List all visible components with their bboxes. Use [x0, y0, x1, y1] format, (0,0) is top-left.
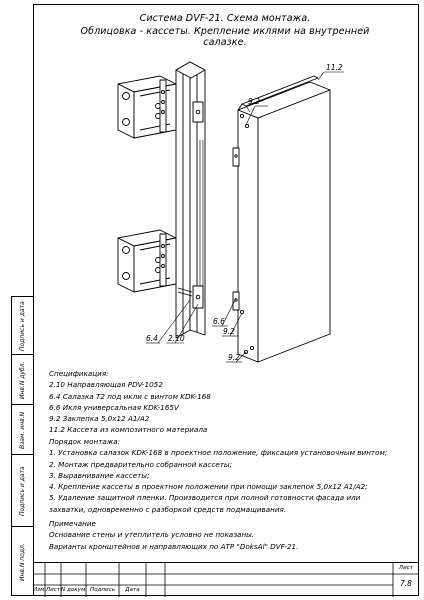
procedure-step: 4. Крепление кассеты в проектном положен… [49, 482, 368, 492]
callout-9-2-mid: 9.2 [223, 327, 235, 336]
side-cell-1: Подпись и дата [12, 297, 34, 355]
procedure-step: 5. Удаление защитной пленки. Производитс… [49, 493, 361, 503]
notes-block: Примечание Основание стены и утеплитель … [49, 518, 414, 552]
stamp-col-data: Дата [125, 587, 140, 593]
guide-rail-2-10 [175, 61, 206, 339]
procedure-heading: Порядок монтажа: [49, 437, 121, 446]
stamp-grid [33, 563, 419, 597]
title-block-stamp: Изм. Лист N докум. Подпись Дата Лист 7.8 [33, 562, 419, 597]
specification-heading: Спецификация: [49, 369, 109, 378]
spec-item: 6.4 Салазка T2 под икли с винтом KDK-168 [49, 391, 211, 401]
specification-block: Спецификация: 2.10 Направляющая PDV-1052… [49, 368, 414, 436]
side-stamp-table: Подпись и дата Инв.N дубл. Взам. инв.N П… [11, 296, 34, 597]
stamp-col-list: Лист [45, 587, 61, 593]
notes-line: Варианты кронштейнов и направляющих по А… [49, 541, 299, 551]
callout-9-2-bot: 9.2 [228, 353, 240, 362]
callout-9-2-top: 9.2 [248, 97, 260, 106]
procedure-step: 2. Монтаж предварительно собранной кассе… [49, 459, 232, 469]
side-cell-5: Инв.N подл. [12, 527, 34, 597]
side-label-signature-date-1: Подпись и дата [19, 301, 26, 351]
side-cell-2: Инв.N дубл. [12, 355, 34, 405]
notes-heading: Примечание [49, 519, 96, 528]
callout-11-2: 11.2 [326, 63, 343, 72]
callout-6-4: 6.4 [146, 334, 158, 343]
stamp-sheet-number: 7.8 [400, 579, 412, 588]
sheet-frame [33, 4, 419, 596]
side-label-inv-podl: Инв.N подл. [19, 543, 26, 581]
drawing-title-line2: Облицовка - кассеты. Крепление иклями на… [80, 26, 370, 48]
stamp-col-podp: Подпись [89, 587, 116, 593]
spec-item: 11.2 Кассета из композитного материала [49, 425, 208, 435]
side-label-inv-dubl: Инв.N дубл. [19, 361, 26, 399]
procedure-block: Порядок монтажа: 1. Установка салазок KD… [49, 436, 414, 515]
spec-item: 2.10 Направляющая PDV-1052 [49, 380, 163, 390]
side-cell-3: Взам. инв.N [12, 405, 34, 455]
assembly-drawing: 9.2 11.2 6.6 9.2 6.4 2.10 9.2 [117, 61, 344, 363]
callout-6-6: 6.6 [213, 317, 225, 326]
sled-6-4 [177, 101, 204, 309]
procedure-step: захватки, одновременно с разборкой средс… [49, 504, 287, 514]
drawing-title-line1: Система DVF-21. Схема монтажа. [139, 13, 311, 24]
side-label-vzam-inv: Взам. инв.N [19, 411, 26, 449]
side-cell-4: Подпись и дата [12, 455, 34, 527]
leader-lines [146, 71, 344, 363]
stamp-col-izm: Изм. [33, 587, 47, 593]
procedure-step: 3. Выравнивание кассеты; [49, 470, 150, 480]
notes-line: Основание стены и утеплитель условно не … [49, 530, 255, 540]
spec-item: 6.6 Икля универсальная KDK-165V [49, 402, 179, 412]
bracket-upper [117, 75, 177, 139]
bracket-lower [117, 229, 177, 293]
callout-2-10: 2.10 [168, 334, 185, 343]
stamp-col-ndoc: N докум. [61, 587, 87, 593]
cassette-11-2 [232, 75, 331, 363]
spec-item: 9.2 Заклепка 5,0х12 A1/A2 [49, 414, 150, 424]
side-label-signature-date-2: Подпись и дата [19, 466, 26, 516]
stamp-sheet-label: Лист [398, 565, 414, 571]
procedure-step: 1. Установка салазок KDK-168 в проектное… [49, 448, 388, 458]
